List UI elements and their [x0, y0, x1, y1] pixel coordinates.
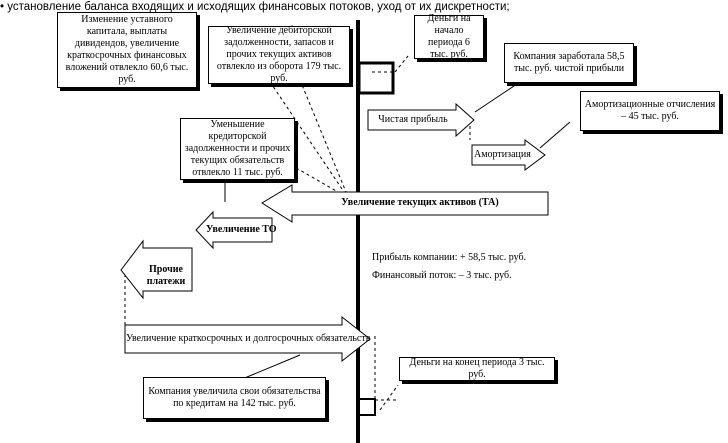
money-end-box: Деньги на конец периода 3 тыс. руб.	[399, 357, 555, 381]
depreciation-box: Амортизационные отчисления – 45 тыс. руб…	[580, 91, 720, 131]
profit-summary: Прибыль компании: + 58,5 тыс. руб.	[372, 252, 527, 263]
amortization-label: Амортизация	[474, 149, 531, 160]
earned-box: Компания заработала 58,5 тыс. руб. чисто…	[504, 43, 634, 83]
connector-earned	[474, 81, 521, 113]
money-start-marker	[357, 61, 395, 95]
earned-text: Компания заработала 58,5 тыс. руб. чисто…	[513, 51, 625, 74]
receivables-text: Увеличение дебиторской задолженности, за…	[216, 25, 342, 84]
money-end-marker	[358, 398, 376, 416]
capital-change-text: Изменение уставного капитала, выплаты ди…	[65, 14, 189, 85]
depreciation-text: Амортизационные отчисления – 45 тыс. руб…	[584, 99, 716, 122]
flow-summary: Финансовый поток: – 3 тыс. руб.	[372, 270, 512, 281]
money-start-box: Деньги на начало периода 6 тыс. руб.	[414, 13, 484, 60]
money-start-text: Деньги на начало периода 6 тыс. руб.	[427, 13, 471, 60]
connector-money-start-diag	[394, 55, 409, 73]
flow-arrows	[120, 102, 549, 363]
net-profit-label: Чистая прибыль	[378, 114, 448, 125]
working-capital-arrow	[195, 210, 273, 250]
money-end-text: Деньги на конец периода 3 тыс. руб.	[409, 357, 545, 380]
connector-capital	[249, 51, 345, 193]
increased-liabilities-text: Компания увеличила свои обязательства по…	[148, 386, 321, 409]
amortization-arrow	[471, 139, 546, 171]
connector-receivables	[299, 79, 347, 193]
liabilities-arrow	[124, 315, 371, 363]
page-header-text: • установление баланса входящих и исходя…	[0, 1, 510, 13]
payables-text: Уменьшение кредиторской задолженности и …	[184, 119, 291, 178]
receivables-box: Увеличение дебиторской задолженности, за…	[208, 25, 350, 84]
increased-liabilities-box: Компания увеличила свои обязательства по…	[143, 377, 326, 419]
capital-change-box: Изменение уставного капитала, выплаты ди…	[57, 12, 197, 88]
other-payments-label: Прочие платежи	[146, 264, 186, 287]
working-capital-label: Увеличение ТО	[206, 224, 277, 235]
liabilities-label: Увеличение краткосрочных и долгосрочных …	[126, 333, 371, 344]
current-assets-label: Увеличение текущих активов (ТА)	[341, 197, 499, 208]
other-payments-arrow	[120, 239, 193, 300]
net-profit-arrow	[367, 102, 475, 138]
connector-money-end	[379, 384, 399, 411]
payables-box: Уменьшение кредиторской задолженности и …	[180, 118, 295, 180]
current-assets-arrow	[261, 184, 549, 223]
connector-depreciation	[539, 121, 571, 149]
